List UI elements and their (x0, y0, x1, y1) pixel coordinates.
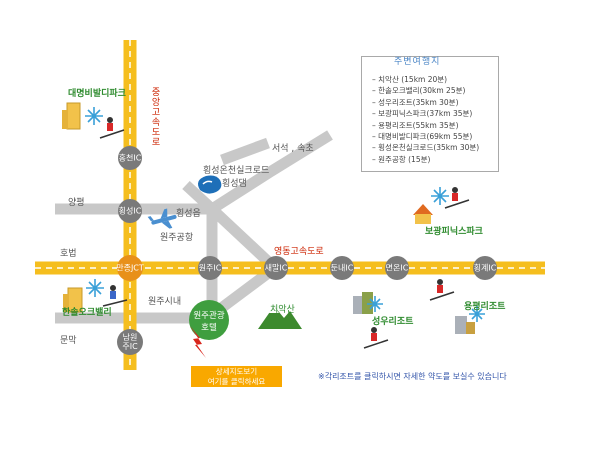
place-yangpyeong: 양평 (68, 198, 85, 208)
snowflake-icons (85, 107, 485, 322)
place-munmak: 문막 (60, 336, 77, 346)
legend-item: – 한솔오크밸리(30km 25분) (372, 86, 466, 96)
building-icons (62, 102, 475, 334)
node-wonju (198, 256, 222, 280)
place-hoengseong-dam: 횡성댐 (222, 179, 247, 189)
airplane-icon (147, 208, 177, 229)
resort-daemyung[interactable]: 대명비발디파크 (68, 89, 126, 99)
legend-item: – 원주공항 (15분) (372, 154, 431, 164)
place-wonju-city: 원주시내 (148, 297, 182, 307)
skier-icons (99, 117, 470, 349)
place-hobeop: 호법 (60, 249, 77, 259)
road-hoengseong-saemal (208, 204, 279, 273)
local-roads (55, 130, 333, 324)
place-silkroad: 횡성온천실크로드 (203, 166, 270, 176)
legend-list: – 치악산 (15km 20분) – 한솔오크밸리(30km 25분) – 성우… (372, 74, 479, 165)
cta-line2: 여기를 클릭하세요 (207, 377, 266, 386)
ic-hongcheon: 홍천IC (118, 153, 142, 163)
legend-title: 주변여행지 (394, 57, 441, 67)
road-dam (220, 137, 270, 166)
hotel-name-line2[interactable]: 호텔 (201, 323, 217, 333)
node-saemal (264, 256, 288, 280)
node-hotel (189, 300, 229, 340)
place-chiaksan: 치악산 (270, 305, 295, 315)
resort-sungwoo[interactable]: 성우리조트 (372, 317, 414, 327)
legend-item: – 횡성온천실크로드(35km 30분) (372, 143, 480, 153)
ic-hoenggye: 횡계IC (473, 263, 497, 273)
place-airport: 원주공항 (160, 233, 194, 243)
node-hongcheon (118, 146, 142, 170)
lightning-icon (190, 326, 206, 358)
legend-item: – 보광피닉스파크(37km 35분) (372, 109, 473, 119)
label-yeongdong-expressway: 영동고속도로 (274, 247, 324, 257)
ic-wonju: 원주IC (198, 263, 222, 273)
mountain-icon (258, 306, 302, 329)
resort-bogwang[interactable]: 보광피닉스파크 (425, 227, 483, 237)
ic-saemal: 새말IC (264, 263, 288, 273)
place-hoengseong-eup: 횡성읍 (176, 209, 201, 219)
ic-hoengseong: 횡성IC (118, 206, 142, 216)
ic-manjong: 만종JCT (116, 263, 144, 273)
lake-icon (198, 175, 222, 194)
node-namwonju (117, 329, 143, 355)
resort-hansol[interactable]: 한솔오크밸리 (62, 308, 112, 318)
ic-nodes (117, 146, 497, 355)
resort-click-note: ※각리조트를 클릭하시면 자세한 약도를 보실수 있습니다 (318, 372, 507, 381)
ic-namwonju: 남원주IC (122, 333, 138, 351)
node-hoenggye (473, 256, 497, 280)
node-manjong (117, 255, 143, 281)
detail-map-button[interactable]: 상세지도보기 여기를 클릭하세요 (191, 366, 282, 387)
ic-myeonon: 면온IC (385, 263, 409, 273)
legend-item: – 치악산 (15km 20분) (372, 75, 448, 84)
legend-item: – 성우리조트(35km 30분) (372, 97, 459, 107)
legend-box (361, 56, 499, 172)
node-dunnae (330, 256, 354, 280)
hotel-name-line1[interactable]: 원주관광 (193, 311, 225, 321)
ic-dunnae: 둔내IC (330, 263, 354, 273)
legend-item: – 용평리조트(55km 35분) (372, 120, 459, 130)
place-seoseok-sokcho: 서석 , 속초 (272, 144, 314, 154)
legend-item: – 대명비발디파크(69km 55분) (372, 132, 473, 142)
resort-yongpyong[interactable]: 용평리조트 (464, 302, 506, 312)
road-airport (182, 180, 216, 214)
node-myeonon (385, 256, 409, 280)
cta-line1: 상세지도보기 (215, 367, 258, 376)
node-hoengseong (118, 199, 142, 223)
